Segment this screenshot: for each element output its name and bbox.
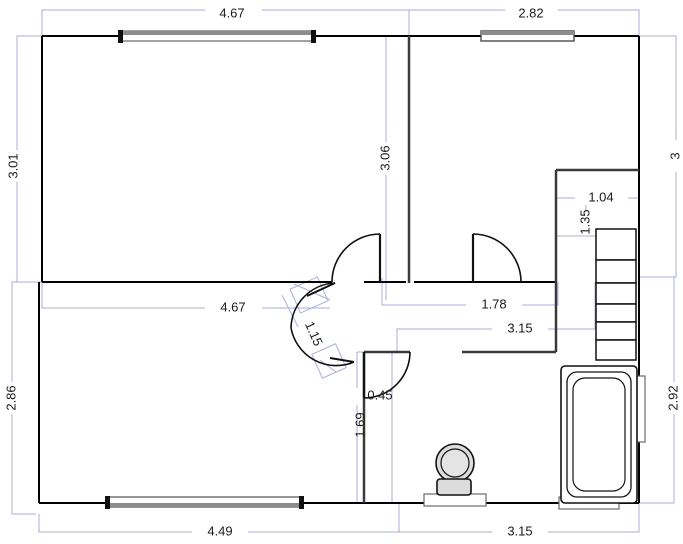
- dim-label-right-lower: 2.92: [665, 385, 680, 410]
- dim-label-angled-door: 1.15: [302, 319, 326, 348]
- dim-label-hall-width: 3.15: [507, 320, 532, 335]
- dim-label-partition: 3.06: [377, 145, 392, 170]
- window-top-left: [118, 30, 316, 43]
- dim-label-top-right: 2.82: [518, 5, 543, 20]
- door-angled-leaf-a: [306, 282, 336, 297]
- window-bottom-left: [105, 496, 304, 509]
- dim-line-right-upper-b: [639, 172, 677, 278]
- stair-step-4: [595, 303, 637, 323]
- stair-step-1: [595, 228, 637, 261]
- dim-line-top-left-a: [41, 9, 205, 36]
- dim-line-bottom-left-a: [38, 514, 192, 533]
- dim-line-angled-c: [319, 359, 337, 373]
- dim-label-left-lower: 2.86: [3, 385, 18, 410]
- dim-line-left-upper-a: [16, 35, 42, 150]
- exterior-walls-group: [38, 35, 640, 504]
- dim-label-mid-right: 1.78: [481, 296, 506, 311]
- door-angled-arc-top: [290, 282, 336, 329]
- door-bedroom: [471, 233, 522, 283]
- dim-label-bottom-left: 4.49: [207, 523, 232, 538]
- door-angled-leaf-b: [329, 357, 355, 363]
- fixture-bathtub: [560, 365, 638, 504]
- dim-label-door-offset: 0.45: [367, 387, 392, 402]
- stair-step-5: [595, 321, 637, 341]
- dim-line-angled-b: [281, 294, 299, 328]
- dim-line-mid-right-b: [522, 282, 559, 306]
- dimension-labels-group: 4.67 2.82 3.01 2.86 3 2.92 4.49 3.15 3.0…: [3, 5, 682, 538]
- dim-label-bath-wall: 1.69: [352, 412, 367, 437]
- dim-line-hall-a: [396, 328, 492, 352]
- door-bathroom: [362, 351, 411, 399]
- dim-label-stair-width: 1.04: [588, 189, 613, 204]
- dim-line-top-right-b: [558, 9, 640, 36]
- dim-label-mid-left: 4.67: [220, 299, 245, 314]
- interior-partitions-group: [362, 36, 639, 503]
- bathtub-basin: [572, 377, 626, 492]
- fixture-staircase: [595, 228, 637, 361]
- dim-line-left-lower-a: [11, 281, 36, 382]
- dim-line-169-b: [356, 440, 375, 504]
- toilet-bowl-inner: [440, 448, 470, 478]
- dim-label-bottom-right: 3.15: [507, 523, 532, 538]
- door-angled: [290, 282, 355, 367]
- dim-line-left-upper-b: [16, 182, 42, 283]
- door-bathroom-arc: [363, 351, 411, 399]
- dim-line-angled-a: [293, 283, 331, 301]
- dim-line-right-lower-a: [639, 276, 675, 382]
- dim-line-hall-b: [548, 282, 596, 330]
- window-top-right: [480, 30, 575, 42]
- dim-label-stair-depth: 1.35: [577, 209, 592, 234]
- dim-label-left-upper: 3.01: [5, 153, 20, 178]
- dim-line-mid-right-a: [381, 278, 466, 306]
- stair-step-3: [595, 282, 637, 305]
- doors-group: [290, 233, 522, 399]
- dim-box-angled-bottom: [311, 343, 347, 379]
- fixture-toilet: [435, 443, 475, 496]
- dim-label-top-left: 4.67: [219, 5, 244, 20]
- dimension-lines-group: [11, 9, 677, 533]
- stair-step-2: [595, 259, 637, 284]
- stair-step-6: [595, 339, 637, 361]
- door-bedroom-arc: [472, 233, 522, 283]
- dim-line-left-lower-b: [11, 414, 36, 515]
- dim-line-right-upper-a: [639, 35, 677, 140]
- door-angled-arc-bottom: [290, 327, 355, 367]
- dim-line-mid-left-a: [41, 282, 205, 309]
- door-living: [331, 233, 382, 283]
- dim-label-right-upper: 3: [667, 152, 682, 159]
- door-living-arc: [331, 233, 381, 283]
- dim-line-right-lower-b: [639, 414, 675, 504]
- dim-line-bottom-right-b: [548, 503, 640, 533]
- toilet-tank: [436, 478, 472, 496]
